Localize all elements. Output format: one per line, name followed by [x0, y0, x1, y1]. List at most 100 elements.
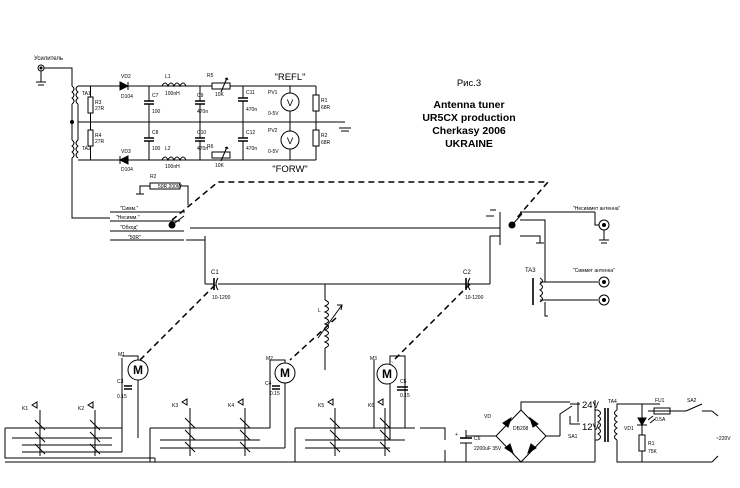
c1-motor-link: [139, 284, 216, 361]
bridge-junction-dot: [70, 120, 75, 124]
c5-label: C5: [400, 379, 407, 385]
vd2-label: VD2: [121, 74, 131, 80]
l2-label: L2: [165, 146, 171, 152]
v12-label: 12V: [582, 422, 600, 433]
amplifier-label: Усилитель: [34, 56, 63, 62]
ta3-label: TA3: [525, 268, 536, 274]
l2-choke-icon: [161, 156, 187, 162]
r5-trimmer: [211, 82, 231, 90]
r1-resistor: [638, 434, 646, 452]
right-switch-fork: [486, 209, 496, 217]
ta4-secondary-icon: [595, 409, 601, 441]
c1-value: 10-1200: [212, 295, 231, 301]
right-switch-contacts: [499, 211, 595, 282]
switch-bypass-label: "Обход": [120, 225, 138, 231]
m1-to-relays: [121, 395, 139, 452]
nesymm-antenna-pin: [602, 223, 606, 227]
c4-plates: [272, 385, 280, 390]
k4-label: K4: [228, 403, 234, 409]
relay-group-1-contacts: [4, 410, 155, 459]
r2-value: 50R 200W: [158, 184, 182, 190]
amplifier-feed-wire: [44, 67, 73, 86]
m3-motor-icon: [376, 363, 398, 385]
r6-trim-arrow: [220, 146, 229, 162]
m1-symbol: M: [133, 363, 143, 377]
r3-value: 27R: [95, 106, 105, 112]
r2-right-label: R2: [321, 133, 328, 139]
r2-right-resistor: [312, 129, 320, 147]
pv2-value: 0-5V: [268, 149, 279, 155]
switch-gang-link: [171, 181, 550, 221]
r6-value: 10K: [215, 163, 225, 169]
c7-label: C7: [152, 93, 159, 99]
mains-connector-icon: [711, 410, 719, 463]
title-line-3: Cherkasy 2006: [432, 125, 506, 137]
c1-label: C1: [211, 270, 219, 276]
m3-label: M3: [370, 356, 377, 362]
symm-antenna-label: "Симмет антенна": [573, 268, 615, 274]
r2-right-value: 68R: [321, 140, 331, 146]
c4-value: 0.15: [270, 391, 280, 397]
c5-plates: [397, 386, 408, 391]
m1-label: M1: [118, 352, 125, 358]
swr-bridge: TA1 TA2 R3 27R R4 27R VD2 D104 VD3 D104 …: [70, 72, 351, 219]
c10-label: C10: [197, 130, 206, 136]
left-switch-contacts: [170, 211, 185, 241]
c3-plates: [124, 385, 132, 390]
r4-label: R4: [95, 133, 102, 139]
c6-plus-sign: +: [455, 432, 458, 438]
m3-symbol: M: [382, 367, 392, 381]
sa2-label: SA2: [687, 398, 697, 404]
m2-label: M2: [266, 356, 273, 362]
m3-leads: [373, 355, 406, 402]
k5-label: K5: [318, 403, 324, 409]
c8-label: C8: [152, 130, 159, 136]
r1-top-label: R1: [321, 98, 328, 104]
forw-label: "FORW": [272, 164, 308, 175]
fu1-value: 0.5A: [655, 417, 666, 423]
ta1-primary-icon: [71, 85, 75, 105]
figure-title-block: Рис.3 Antenna tuner UR5CX production Che…: [422, 78, 515, 150]
m1-leads: [121, 355, 139, 395]
tuner-verticals: [204, 236, 491, 284]
tuner-entry-stubs: [186, 235, 500, 241]
pv2-symbol: V: [287, 136, 294, 147]
c5-value: 0.15: [400, 393, 410, 399]
l1-choke-icon: [161, 82, 187, 88]
r5-trim-arrow: [220, 77, 229, 93]
sa2-switch-icon: [685, 403, 712, 463]
vd1-led-icon: [637, 417, 647, 427]
mechanical-links: [139, 181, 550, 363]
k2-label: K2: [78, 406, 84, 412]
r6-trimmer: [211, 151, 231, 159]
relay-push-button-icons: [31, 398, 384, 409]
control-common-bus: [5, 427, 580, 463]
l-variable-arrow: [317, 304, 343, 339]
switch-symm-label: "Симм.": [120, 206, 138, 212]
vd-label: VD: [484, 414, 491, 420]
mode-switch-wires: [110, 185, 189, 241]
c2-value: 10-1200: [465, 295, 484, 301]
r5-label: R5: [207, 73, 214, 79]
c1-plate-b: [215, 277, 219, 291]
ta2-primary-icon: [71, 139, 75, 159]
mode-switch-group: R2 50R 200W "Симм." "Несимм." "Обход" "5…: [110, 174, 189, 241]
nesymm-antenna-label: "Несиммет антенна": [573, 206, 620, 212]
c9-label: C9: [197, 93, 204, 99]
r5-value: 10K: [215, 92, 225, 98]
figure-number: Рис.3: [457, 78, 481, 89]
m2-to-relays: [269, 400, 286, 448]
c6-label: C6: [474, 436, 481, 442]
vd-value: DB208: [513, 426, 529, 432]
v24-label: 24V: [582, 400, 600, 411]
vd3-value: D104: [121, 167, 133, 173]
r4-resistor: [87, 129, 94, 147]
rectifier-wiring: [465, 401, 595, 463]
mains-label: ~220V: [716, 436, 731, 442]
title-line-4: UKRAINE: [445, 138, 493, 150]
amplifier-ground-icon: [36, 71, 46, 86]
ta1-secondary-icon: [75, 85, 79, 105]
l1-label: L1: [165, 74, 171, 80]
relay-group-2-contacts: [149, 408, 285, 462]
